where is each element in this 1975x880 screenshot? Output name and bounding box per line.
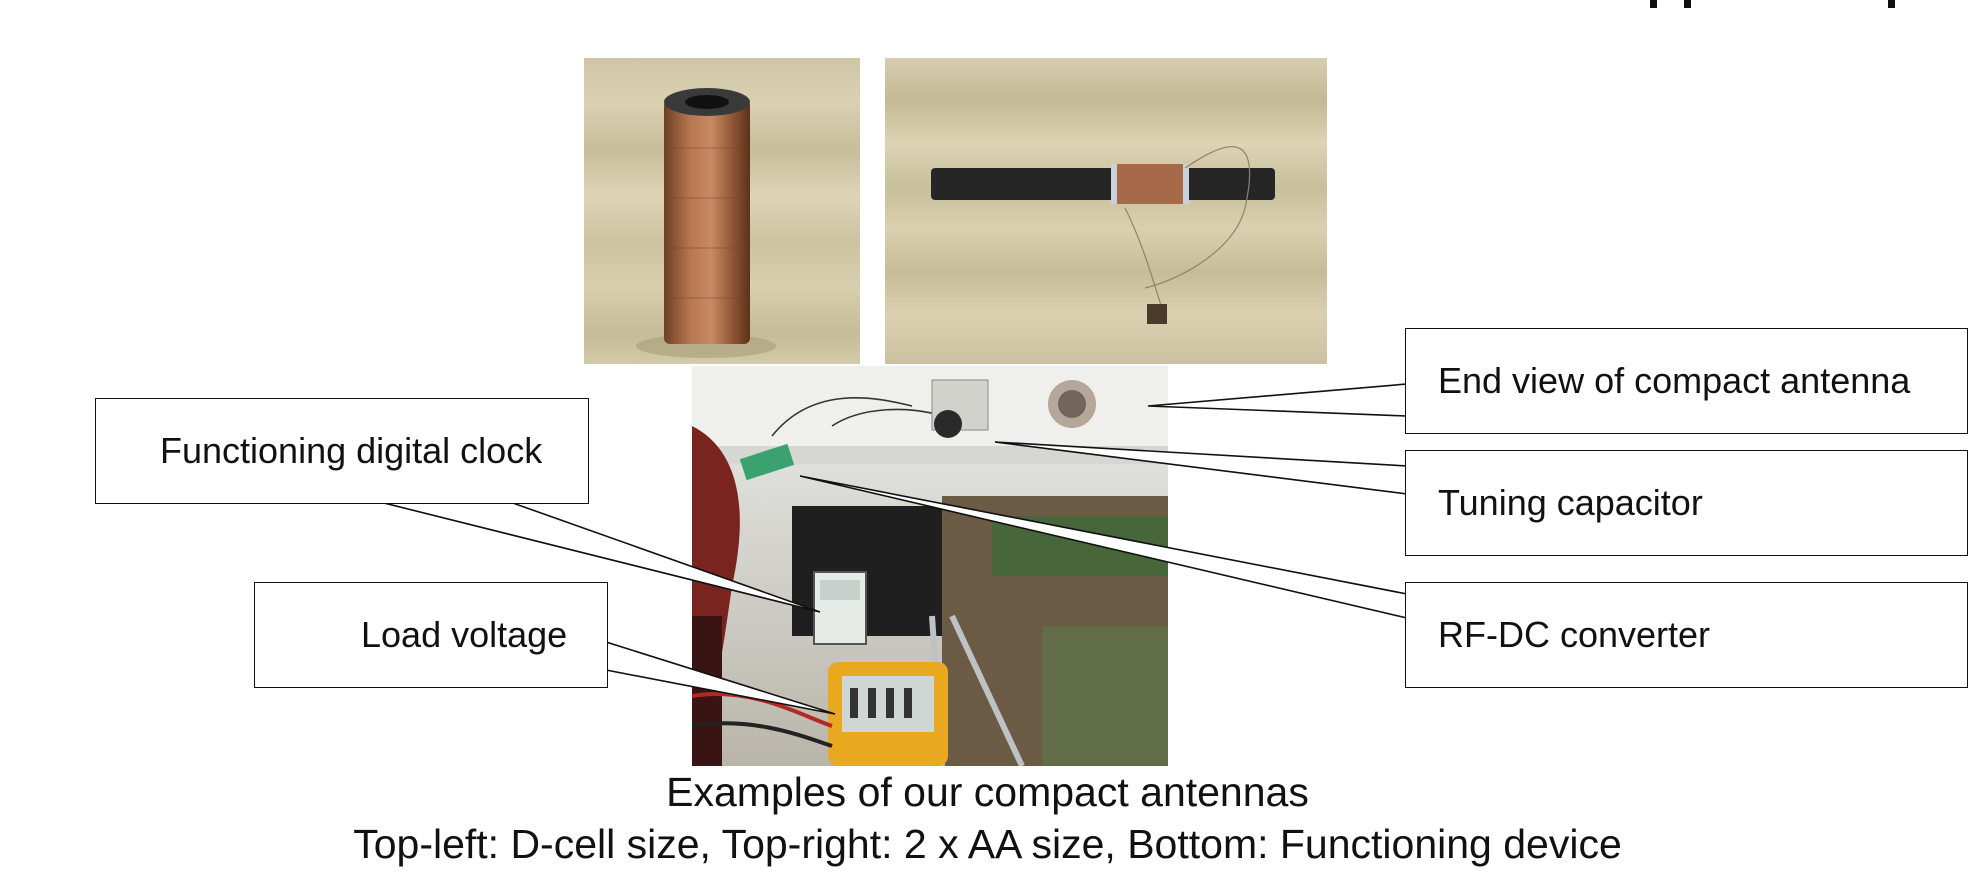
2aa-antenna-image [885, 58, 1327, 364]
photo-dcell-antenna [584, 58, 860, 364]
cropped-text-shapes [1650, 0, 1895, 8]
callout-end-view-of-compact-antenna: End view of compact antenna [1405, 328, 1968, 434]
functioning-device-image [692, 366, 1168, 766]
photo-2aa-antenna [885, 58, 1327, 364]
callout-label: RF-DC converter [1438, 614, 1711, 655]
callout-functioning-digital-clock: Functioning digital clock [95, 398, 589, 504]
figure-caption-detail: Top-left: D-cell size, Top-right: 2 x AA… [353, 821, 1622, 867]
figure-caption-title: Examples of our compact antennas [666, 769, 1309, 815]
photo-functioning-device [692, 366, 1168, 766]
callout-label: End view of compact antenna [1438, 360, 1911, 401]
dcell-antenna-image [584, 58, 860, 364]
callout-tuning-capacitor: Tuning capacitor [1405, 450, 1968, 556]
callout-rf-dc-converter: RF-DC converter [1405, 582, 1968, 688]
callout-label: Tuning capacitor [1438, 482, 1703, 523]
leader-end-view [1147, 383, 1408, 417]
callout-label: Load voltage [361, 614, 568, 655]
callout-label: Functioning digital clock [160, 430, 543, 471]
callout-load-voltage: Load voltage [254, 582, 608, 688]
cropped-text-fragment [0, 0, 1975, 8]
